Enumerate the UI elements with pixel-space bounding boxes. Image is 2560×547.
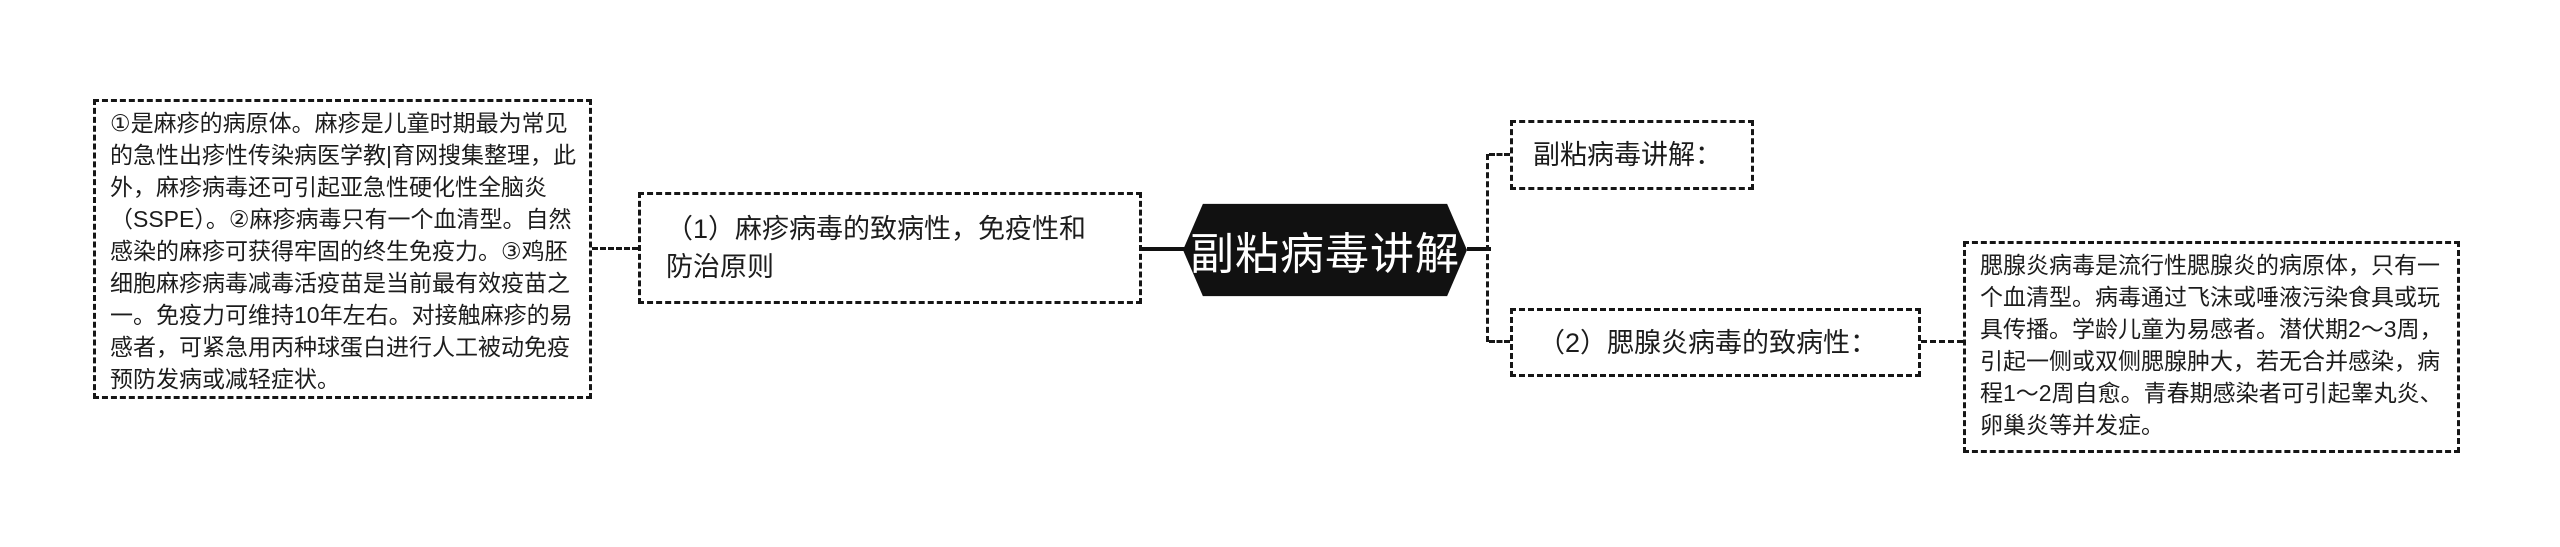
connector-center-to-trunk <box>1467 247 1491 251</box>
note-node-mumps[interactable]: 腮腺炎病毒是流行性腮腺炎的病原体，只有一个血清型。病毒通过飞沫或唾液污染食具或玩… <box>1963 241 2460 453</box>
center-node-label: 副粘病毒讲解 <box>1190 230 1460 279</box>
note-node-measles[interactable]: ①是麻疹的病原体。麻疹是儿童时期最为常见的急性出疹性传染病医学教|育网搜集整理，… <box>93 99 592 399</box>
connector-note-left-to-topic1 <box>592 247 638 250</box>
topic-node-label: 副粘病毒讲解： <box>1533 140 1722 170</box>
topic-node-mumps-pathogenicity[interactable]: （2）腮腺炎病毒的致病性： <box>1510 308 1921 377</box>
topic-node-paramyxovirus-heading[interactable]: 副粘病毒讲解： <box>1510 120 1754 190</box>
topic-node-label: （1）麻疹病毒的致病性，免疫性和防治原则 <box>666 214 1087 282</box>
center-node-paramyxovirus[interactable]: 副粘病毒讲解 <box>1183 203 1467 297</box>
connector-topic2-to-note-right <box>1921 340 1963 343</box>
topic-node-label: （2）腮腺炎病毒的致病性： <box>1538 327 1878 358</box>
connector-right-trunk <box>1486 154 1489 342</box>
connector-topic1-to-center <box>1142 247 1185 251</box>
topic-node-measles-pathogenicity[interactable]: （1）麻疹病毒的致病性，免疫性和防治原则 <box>638 192 1142 304</box>
connector-trunk-to-topic2 <box>1489 340 1510 343</box>
connector-trunk-to-topic-top <box>1489 153 1510 156</box>
